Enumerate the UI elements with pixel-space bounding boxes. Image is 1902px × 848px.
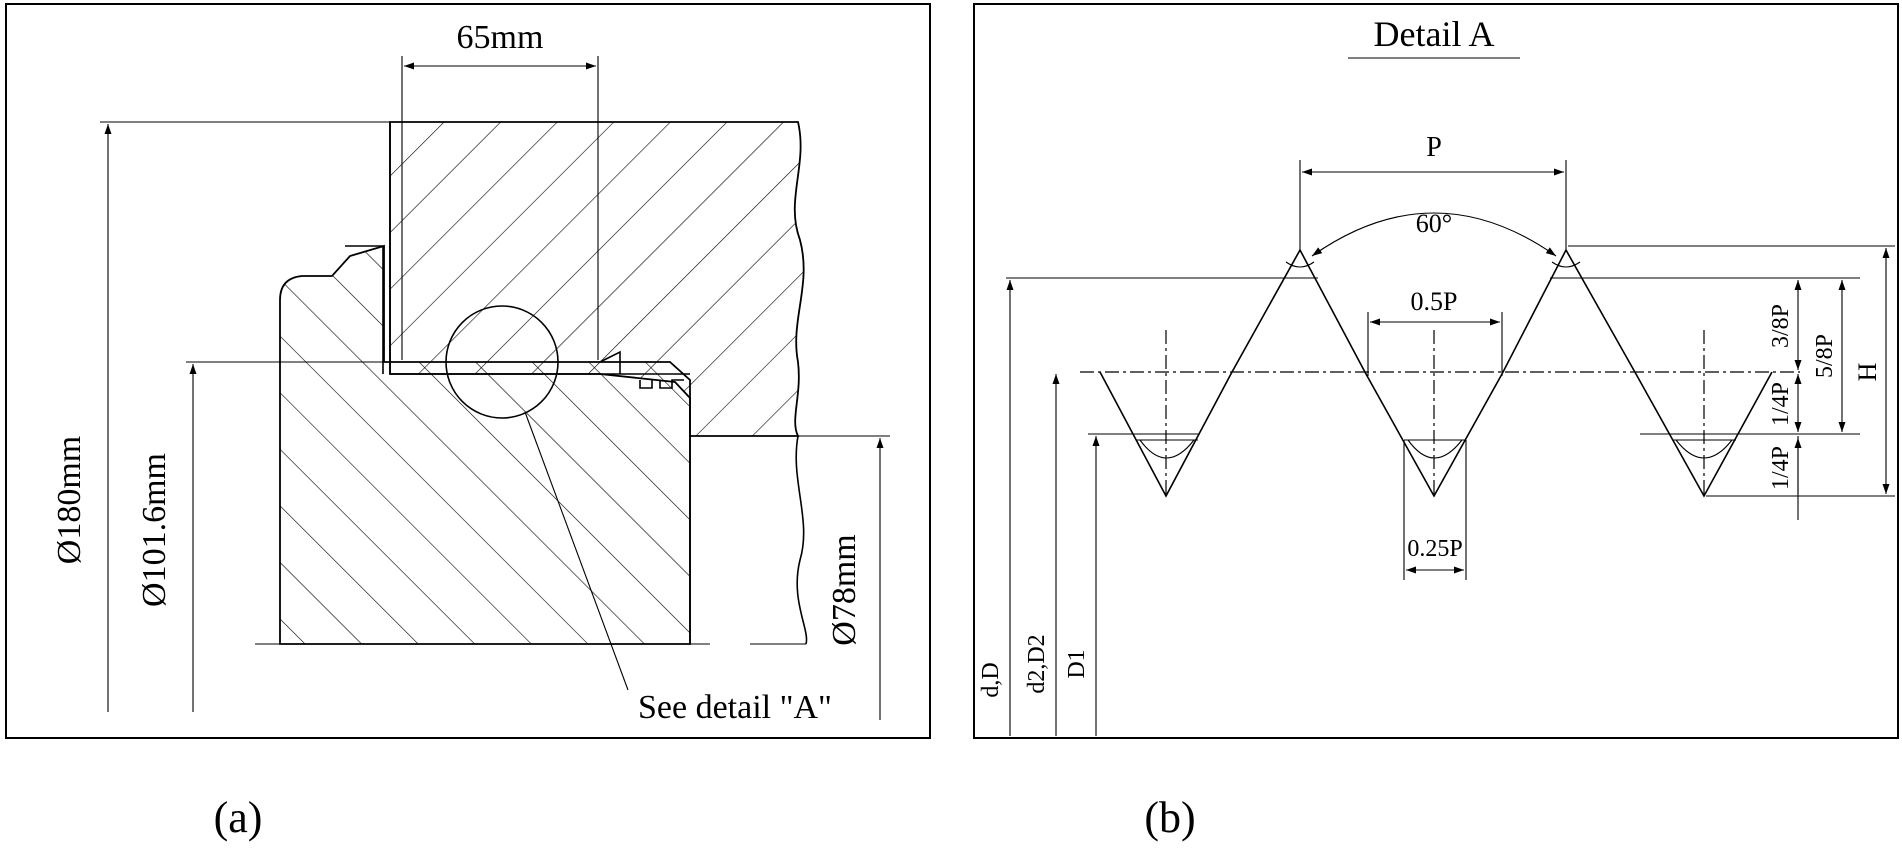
thread-profile <box>1099 248 1773 498</box>
upper-block <box>389 121 805 437</box>
panel-b-frame <box>973 3 1899 739</box>
dim-38-label: 3/8P <box>1768 304 1794 348</box>
step-upper <box>345 245 384 374</box>
crest-arcs <box>1285 261 1581 268</box>
caption-b: (b) <box>1144 793 1195 842</box>
dim-14-top-label: 1/4P <box>1768 382 1794 426</box>
dim-101-label: Ø101.6mm <box>136 453 173 607</box>
dim-58-label: 5/8P <box>1812 334 1838 378</box>
dim-65-label: 65mm <box>457 19 544 56</box>
panel-a: See detail "A" 65mm Ø180mm Ø101.6mm Ø78m… <box>5 3 931 842</box>
caption-a: (a) <box>214 793 263 842</box>
dim-major-label: d,D <box>978 662 1004 697</box>
angle-arc <box>1311 212 1557 257</box>
dim-pitch-label: d2,D2 <box>1024 634 1050 693</box>
dim-minor-label: D1 <box>1064 649 1090 678</box>
callout-leader <box>524 411 629 691</box>
dim-half-label: 0.5P <box>1411 287 1458 316</box>
panel-a-frame <box>5 3 931 739</box>
break-line <box>795 435 808 645</box>
dim-p-label: P <box>1426 132 1442 163</box>
detail-title: Detail A <box>1374 14 1495 54</box>
dim-quarter-label: 0.25P <box>1407 536 1462 562</box>
panel-b: Detail A P 60° 0.5P <box>973 3 1899 842</box>
thread-teeth <box>639 379 684 389</box>
angle-label: 60° <box>1416 209 1452 238</box>
dim-14-bottom-label: 1/4P <box>1768 446 1794 490</box>
dim-h-label: H <box>1853 362 1882 381</box>
dim-180-label: Ø180mm <box>51 436 88 564</box>
dim-78-label: Ø78mm <box>826 534 863 645</box>
thread-tooth-1 <box>599 350 621 374</box>
callout-label: See detail "A" <box>638 689 832 726</box>
root-arcs <box>1139 439 1733 459</box>
